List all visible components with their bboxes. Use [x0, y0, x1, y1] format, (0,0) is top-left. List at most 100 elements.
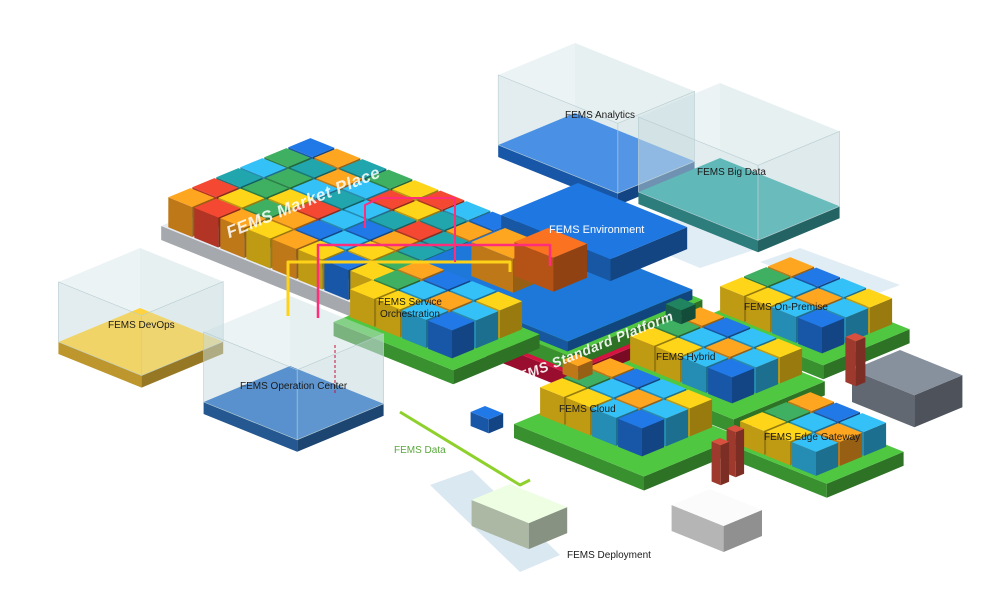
- orchestration-tile-top: [452, 301, 499, 321]
- opcenter-room-floor-front: [203, 402, 298, 452]
- devops-room-back-wall: [140, 248, 224, 342]
- data-cube-a-side: [488, 413, 504, 434]
- cloud-tile-side: [690, 399, 713, 437]
- opcenter-room-floor-side: [297, 403, 384, 452]
- marketplace-tile-top: [168, 188, 215, 207]
- marketplace-tile-top: [296, 220, 343, 239]
- marketplace-tile-top: [272, 230, 319, 249]
- marketplace-tile-top: [320, 210, 367, 229]
- analytics-room-back-wall: [575, 43, 695, 162]
- edge-tile-side: [840, 432, 863, 466]
- orchestration-tile-side: [452, 321, 475, 359]
- cloud-tile-front: [592, 408, 616, 446]
- marketplace-tile-top: [242, 178, 289, 198]
- data-cube-c-top: [665, 298, 696, 311]
- hybrid-tile-top: [756, 338, 803, 358]
- orchestration-base-front: [333, 322, 454, 385]
- cloud-tile-top: [666, 389, 713, 409]
- edge-tile-top: [740, 412, 787, 431]
- factory-chimney-side: [855, 337, 866, 387]
- hybrid-tile-front: [656, 346, 680, 383]
- marketplace-tile-top: [370, 210, 417, 230]
- hybrid-tile-side: [780, 348, 803, 384]
- onpremise-tile-top: [798, 308, 845, 328]
- devops-room-left-wall: [58, 248, 140, 342]
- marketplace-tile-top: [266, 168, 313, 188]
- hybrid-tile-side: [756, 358, 779, 394]
- cloud-tile-top: [614, 368, 661, 388]
- cloud-tile-front: [618, 418, 642, 457]
- marketplace-tile-top: [318, 189, 365, 209]
- data-cube-b-side: [578, 360, 593, 381]
- marketplace-tile-top: [346, 220, 393, 240]
- marketplace-tile-top: [446, 221, 493, 241]
- label-fems-analytics: FEMS Analytics: [565, 110, 636, 121]
- marketplace-tile-top: [314, 148, 361, 168]
- hybrid-tile-top: [708, 358, 755, 378]
- bigdata-room-floor-top: [638, 158, 840, 241]
- edge-tile-top: [816, 423, 863, 442]
- hybrid-tile-top: [680, 327, 727, 347]
- deployment-building-top: [471, 484, 568, 524]
- orchestration-tile-front: [376, 299, 400, 338]
- hybrid-tile-front: [630, 336, 654, 372]
- edge-tile-top: [814, 402, 861, 422]
- marketplace-tile-top: [290, 158, 337, 178]
- devops-room-right-wall: [141, 281, 224, 377]
- data-cube-a-top: [470, 406, 504, 420]
- edge-tile-top: [766, 422, 813, 442]
- bigdata-room-floor-side: [758, 206, 840, 253]
- hybrid-tile-top: [630, 327, 677, 346]
- market-cube-b-side: [553, 243, 587, 292]
- label-fems-hybrid: FEMS Hybrid: [656, 352, 716, 363]
- power-plant-side: [723, 510, 762, 552]
- onpremise-tile-front: [746, 296, 770, 333]
- onpremise-tile-top: [796, 288, 843, 307]
- factory-hall-front: [852, 370, 915, 428]
- bigdata-room-floor-front: [638, 192, 758, 253]
- marketplace-tile-top: [264, 148, 311, 167]
- label-fems-on-premise: FEMS On-Premise: [744, 302, 828, 313]
- opcenter-room-floor-top: [203, 366, 384, 440]
- cloud-tile-side: [642, 419, 665, 457]
- label-fems-data: FEMS Data: [394, 445, 446, 456]
- hybrid-tile-front: [708, 367, 732, 404]
- onpremise-tile-front: [798, 317, 822, 354]
- data-cube-c-side: [681, 304, 696, 325]
- cloud-tile-top: [540, 378, 587, 397]
- onpremise-tile-front: [772, 307, 796, 343]
- orchestration-tile-top: [476, 291, 523, 311]
- orchestration-tile-side: [476, 311, 499, 349]
- orchestration-tile-front: [350, 289, 374, 327]
- onpremise-tile-front: [720, 286, 744, 322]
- marketplace-tile-front: [324, 260, 349, 300]
- label-fems-cloud: FEMS Cloud: [559, 404, 616, 415]
- marketplace-tile-top: [394, 200, 441, 220]
- marketplace-tile-top: [268, 189, 315, 208]
- plant-chimney-a-side: [735, 428, 745, 478]
- cloud-tile-top: [588, 358, 635, 377]
- label-fems-deployment: FEMS Deployment: [567, 550, 651, 561]
- devops-room-floor-side: [141, 341, 224, 388]
- marketplace-tile-top: [342, 179, 389, 199]
- analytics-room-floor-side: [617, 161, 695, 206]
- cloud-tile-top: [618, 409, 665, 429]
- orchestration-tile-top: [376, 290, 423, 310]
- hybrid-tile-top: [682, 348, 729, 367]
- data-cube-b-top: [562, 354, 593, 367]
- cloud-tile-front: [566, 397, 590, 436]
- edge-tile-top: [790, 412, 837, 432]
- market-cube-a-front: [471, 242, 513, 293]
- orchestration-base-side: [453, 334, 540, 385]
- factory-chimney-front: [845, 337, 856, 387]
- label-fems-service-orchestration: FEMS Service Orchestration: [378, 297, 442, 320]
- orchestration-tile-front: [402, 310, 426, 348]
- orchestration-tile-top: [450, 281, 497, 300]
- marketplace-tile-top: [294, 199, 341, 219]
- power-plant-front: [671, 505, 724, 552]
- plant-chimney-b-front: [711, 441, 721, 486]
- cloud-tile-front: [540, 387, 564, 425]
- hybrid-tile-side: [732, 368, 755, 404]
- orchestration-tile-top: [428, 311, 475, 331]
- opcenter-room-right-wall: [296, 333, 384, 441]
